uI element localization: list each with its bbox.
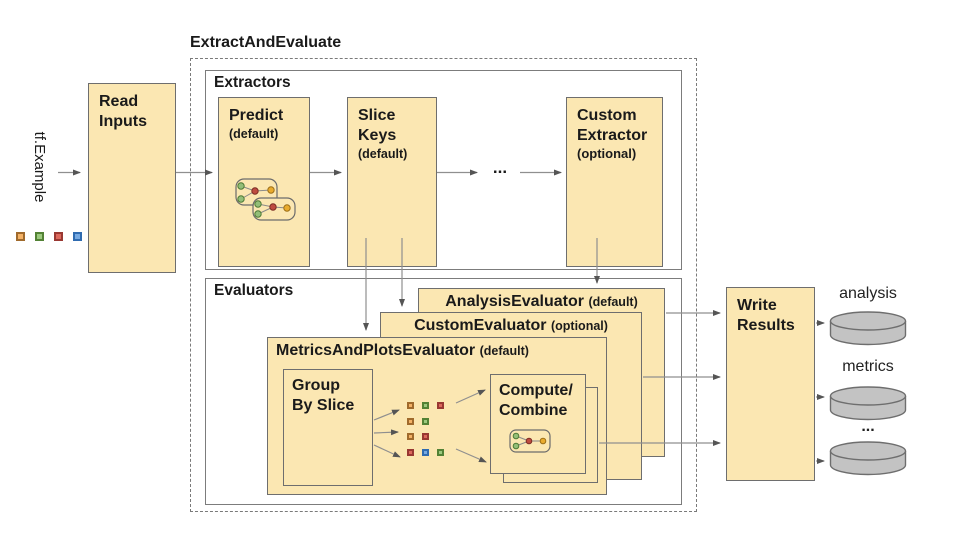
red-example-square [422, 433, 429, 440]
orange-example-square [407, 433, 414, 440]
slice-keys-label-line1: Slice [358, 107, 396, 124]
predict-label: Predict [229, 107, 284, 124]
custom-extractor-qualifier: (optional) [577, 146, 637, 161]
custom-extractor-label-line2: Extractor [577, 127, 648, 144]
extractors-label: Extractors [214, 74, 291, 91]
orange-example-square [407, 402, 414, 409]
more-outputs-database-icon [829, 441, 907, 476]
evaluators-container: Evaluators [205, 278, 682, 505]
green-example-square [437, 449, 444, 456]
orange-example-square [16, 232, 25, 241]
more-outputs-ellipsis: ... [861, 418, 875, 435]
write-results-label-line2: Results [737, 317, 795, 334]
analysis-output-label: analysis [839, 285, 897, 302]
compute-combine-label-line2: Combine [499, 402, 568, 419]
slice-keys-label-line2: Keys [358, 127, 397, 144]
more-extractors-ellipsis: ... [492, 158, 508, 177]
sliced-examples-icon [407, 402, 453, 462]
extract-and-evaluate-container [190, 58, 697, 512]
slice-keys-extractor-box: Slice Keys (default) [347, 97, 437, 267]
tf-example-records-icon [16, 232, 106, 246]
group-by-slice-label-line2: By Slice [292, 397, 355, 414]
metrics-output-label: metrics [842, 358, 894, 375]
analysis-evaluator-label: AnalysisEvaluator [445, 293, 584, 310]
read-inputs-label-line2: Inputs [99, 113, 147, 130]
orange-example-square [407, 418, 414, 425]
read-inputs-label-line1: Read [99, 93, 139, 110]
blue-example-square [422, 449, 429, 456]
compute-model-graph-icon [509, 429, 551, 453]
extract-and-evaluate-title: ExtractAndEvaluate [190, 34, 342, 51]
predict-qualifier: (default) [229, 127, 279, 141]
metrics-database-icon [829, 386, 907, 421]
predict-model-graph-icon [235, 178, 296, 221]
analysis-database-icon [829, 311, 907, 346]
compute-combine-box: Compute/ Combine [490, 374, 586, 474]
analysis-evaluator-qualifier: (default) [588, 295, 638, 309]
slice-keys-qualifier: (default) [358, 147, 408, 161]
red-example-square [54, 232, 63, 241]
green-example-square [422, 418, 429, 425]
tf-example-label: tf.Example [31, 131, 48, 203]
group-by-slice-label-line1: Group [292, 377, 340, 394]
read-inputs-box: Read Inputs [88, 83, 176, 273]
metrics-and-plots-evaluator-qualifier: (default) [479, 344, 529, 358]
write-results-box: Write Results [726, 287, 815, 481]
red-example-square [437, 402, 444, 409]
metrics-and-plots-evaluator-label: MetricsAndPlotsEvaluator [276, 342, 476, 359]
green-example-square [422, 402, 429, 409]
custom-evaluator-label: CustomEvaluator [414, 317, 547, 334]
write-results-label-line1: Write [737, 297, 777, 314]
blue-example-square [73, 232, 82, 241]
custom-extractor-label-line1: Custom [577, 107, 637, 124]
green-example-square [35, 232, 44, 241]
evaluators-label: Evaluators [214, 282, 294, 299]
group-by-slice-box: Group By Slice [283, 369, 373, 486]
custom-extractor-box: Custom Extractor (optional) [566, 97, 663, 267]
custom-evaluator-qualifier: (optional) [550, 319, 608, 333]
red-example-square [407, 449, 414, 456]
compute-combine-label-line1: Compute/ [499, 382, 573, 399]
